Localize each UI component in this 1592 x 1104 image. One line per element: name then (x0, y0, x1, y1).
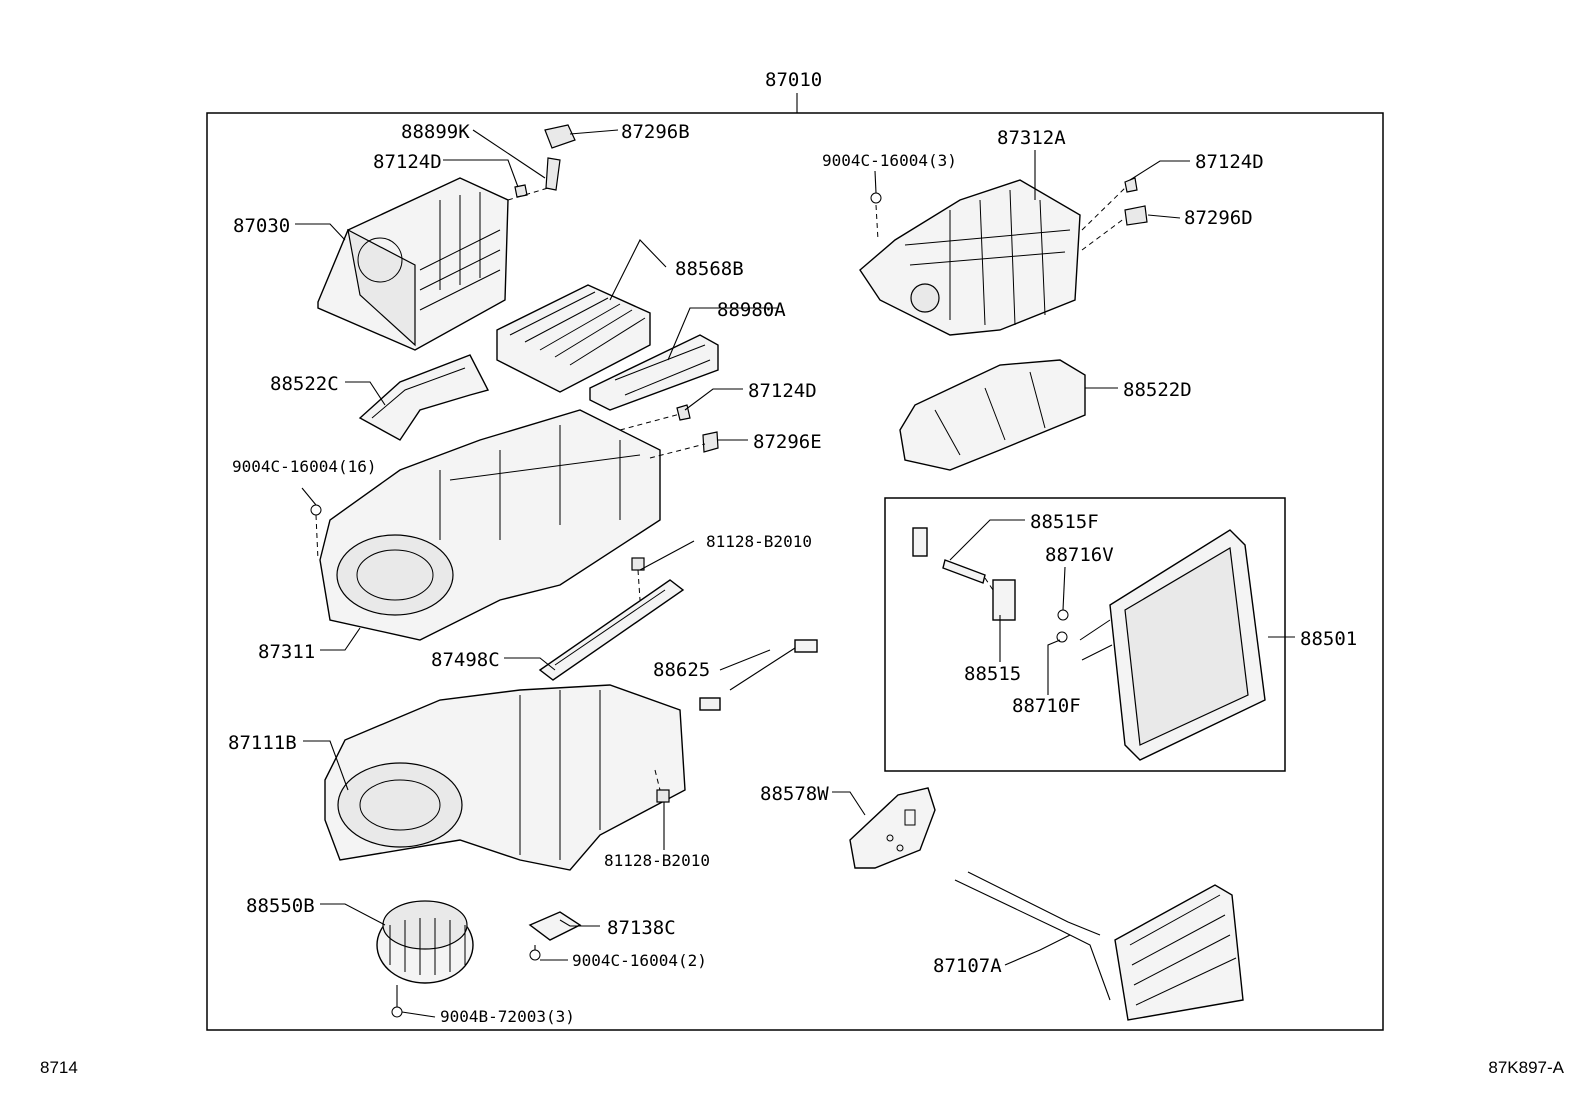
label-9004C-16004-16[interactable]: 9004C-16004(16) (232, 457, 377, 476)
resistor-drawing (528, 911, 582, 961)
label-9004C-16004-2[interactable]: 9004C-16004(2) (572, 951, 707, 970)
label-88515F[interactable]: 88515F (1030, 511, 1099, 533)
label-87312A[interactable]: 87312A (997, 127, 1066, 149)
evaporator-subframe (884, 497, 1286, 772)
blower-motor-drawing (376, 900, 474, 984)
label-87311[interactable]: 87311 (258, 641, 315, 663)
label-87111B[interactable]: 87111B (228, 732, 297, 754)
label-87498C[interactable]: 87498C (431, 649, 500, 671)
shroud-drawing (899, 359, 1086, 471)
label-87124D-top-left[interactable]: 87124D (373, 151, 442, 173)
harness-drawing (699, 639, 818, 711)
air-filter-drawing (496, 284, 651, 393)
label-88501[interactable]: 88501 (1300, 628, 1357, 650)
heater-core-drawing (954, 871, 1244, 1021)
label-88980A[interactable]: 88980A (717, 299, 786, 321)
footer-left-code: 8714 (40, 1058, 78, 1077)
label-88578W[interactable]: 88578W (760, 783, 829, 805)
label-9004B-72003-3[interactable]: 9004B-72003(3) (440, 1007, 575, 1026)
footer-right-code: 87K897-A (1488, 1058, 1564, 1077)
label-9004C-16004-3[interactable]: 9004C-16004(3) (822, 151, 957, 170)
label-87107A[interactable]: 87107A (933, 955, 1002, 977)
label-81128-B2010-upper[interactable]: 81128-B2010 (706, 532, 812, 551)
label-87138C[interactable]: 87138C (607, 917, 676, 939)
upper-case-drawing (317, 177, 509, 351)
label-87124D-mid[interactable]: 87124D (748, 380, 817, 402)
screw-drawing (391, 985, 403, 1018)
label-88625[interactable]: 88625 (653, 659, 710, 681)
label-87296B[interactable]: 87296B (621, 121, 690, 143)
label-81128-B2010-lower[interactable]: 81128-B2010 (604, 851, 710, 870)
label-87296E[interactable]: 87296E (753, 431, 822, 453)
label-88899K[interactable]: 88899K (401, 121, 470, 143)
seal-c-drawing (358, 354, 490, 441)
small-parts-drawing (310, 124, 1148, 803)
label-88522D[interactable]: 88522D (1123, 379, 1192, 401)
label-88550B[interactable]: 88550B (246, 895, 315, 917)
label-88710F[interactable]: 88710F (1012, 695, 1081, 717)
filter-cover-drawing (589, 334, 719, 411)
strip-drawing (538, 579, 685, 681)
assembly-number-label[interactable]: 87010 (765, 69, 822, 91)
label-87124D-top-right[interactable]: 87124D (1195, 151, 1264, 173)
label-88522C[interactable]: 88522C (270, 373, 339, 395)
evaporator-drawing (1079, 529, 1266, 761)
expansion-valve-drawing (912, 527, 1069, 643)
assembly-frame (206, 112, 1384, 1031)
gasket-drawing (849, 787, 936, 869)
upper-right-case-drawing (859, 179, 1081, 336)
label-87296D[interactable]: 87296D (1184, 207, 1253, 229)
label-87030[interactable]: 87030 (233, 215, 290, 237)
label-88568B[interactable]: 88568B (675, 258, 744, 280)
label-88716V[interactable]: 88716V (1045, 544, 1114, 566)
unit-case-drawing (319, 409, 661, 641)
lower-case-drawing (324, 684, 686, 871)
label-88515[interactable]: 88515 (964, 663, 1021, 685)
